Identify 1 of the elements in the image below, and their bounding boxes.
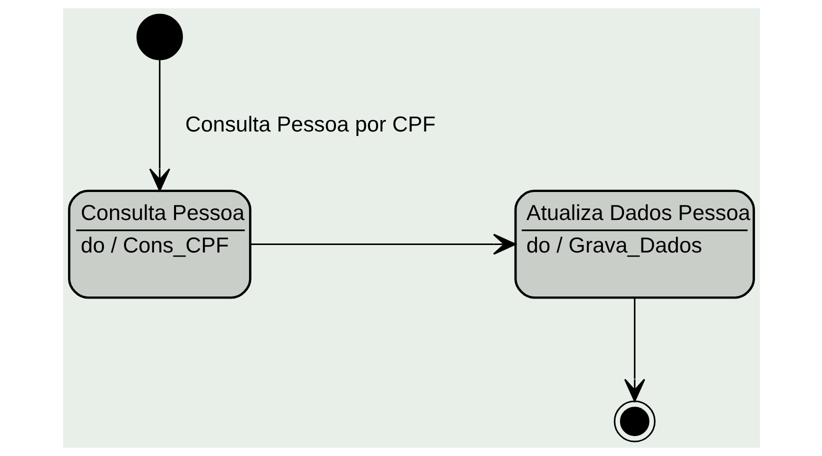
edge-label: Consulta Pessoa por CPF bbox=[184, 112, 436, 137]
